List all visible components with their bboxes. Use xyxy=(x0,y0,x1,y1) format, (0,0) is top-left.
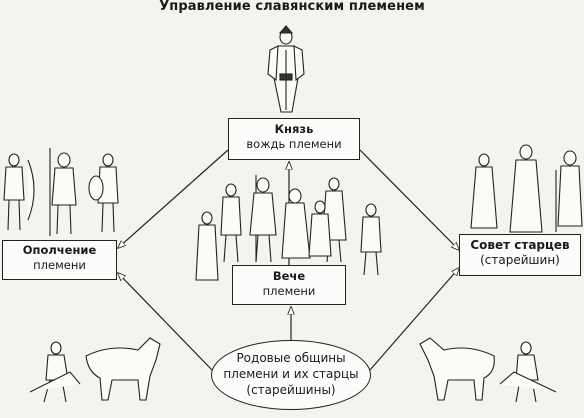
elders-illustration xyxy=(470,144,583,233)
node-obshchiny-line3: (старейшины) xyxy=(246,383,336,397)
node-kniaz: Князь вождь племени xyxy=(228,118,360,160)
veche-crowd-illustration xyxy=(195,175,382,281)
node-opolchenie: Ополчение племени xyxy=(2,240,117,280)
node-sovet: Совет старцев (старейшин) xyxy=(459,234,581,276)
ploughman-right-illustration xyxy=(419,337,557,403)
edge-kniaz-sovet xyxy=(359,149,459,250)
edge-obshchiny-opolchenie xyxy=(118,273,213,371)
node-sovet-title: Совет старцев xyxy=(470,238,570,252)
militia-illustration xyxy=(3,148,119,236)
ploughman-left-illustration xyxy=(29,337,161,403)
node-obshchiny: Родовые общины племени и их старцы (стар… xyxy=(211,340,371,410)
node-veche-title: Вече xyxy=(272,269,306,283)
node-kniaz-title: Князь xyxy=(274,122,314,136)
node-sovet-subtitle: (старейшин) xyxy=(480,253,560,267)
node-obshchiny-line2: племени и их старцы xyxy=(223,367,359,381)
edge-obshchiny-sovet xyxy=(369,268,459,371)
edge-kniaz-opolchenie xyxy=(118,149,229,248)
node-opolchenie-title: Ополчение xyxy=(22,243,97,257)
prince-figure-illustration xyxy=(267,25,305,113)
node-opolchenie-subtitle: племени xyxy=(33,258,86,272)
node-kniaz-subtitle: вождь племени xyxy=(246,137,342,151)
node-veche: Вече племени xyxy=(232,265,346,305)
node-veche-subtitle: племени xyxy=(262,284,316,298)
node-obshchiny-line1: Родовые общины xyxy=(236,351,346,365)
diagram-title: Управление славянским племенем xyxy=(159,0,425,14)
